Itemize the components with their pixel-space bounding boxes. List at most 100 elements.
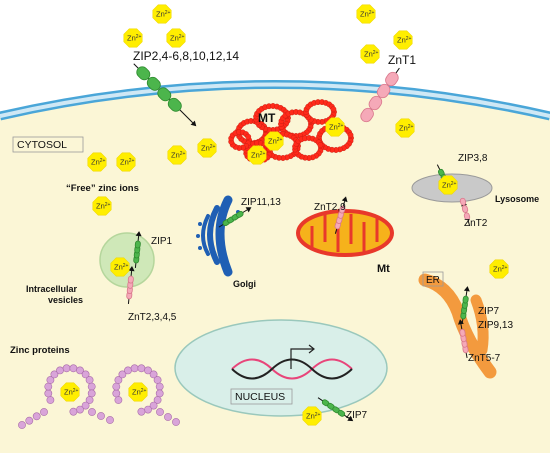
zinc-ion-text: Zn2+ [399,124,414,133]
protein-bead [25,416,34,425]
label-znt1: ZnT1 [388,53,416,67]
label-zip7-nucleus: ZIP7 [346,410,368,421]
transporter-segment [127,275,134,284]
plasma-membrane-inner [0,82,550,118]
mitochondrion [296,209,394,257]
transporter-segment [360,107,374,123]
protein-bead [118,370,127,379]
zinc-ion-text: Zn2+ [329,123,344,132]
zinc-ion-shape [395,118,415,138]
znt2-transporter [459,197,471,226]
protein-bead [164,413,172,421]
zinc-ion-shape [197,138,217,158]
zinc-ion-text: Zn2+ [201,144,216,153]
zinc-ion: Zn2+ [197,138,217,158]
protein-bead [85,376,94,384]
label-zip3-8: ZIP3,8 [458,153,488,164]
zinc-ions: Zn2+Zn2+Zn2+Zn2+Zn2+Zn2+Zn2+Zn2+Zn2+Zn2+… [87,4,509,426]
zinc-ion-text: Zn2+ [114,263,129,272]
zinc-ion: Zn2+ [166,28,186,48]
zinc-protein-ion: Zn2+ [128,382,148,402]
protein-bead [76,366,84,375]
transporter-segment [134,240,141,249]
transporter-segment [146,76,161,91]
protein-bead [87,382,96,391]
protein-bead [124,366,132,375]
zinc-ion: Zn2+ [264,131,284,151]
transporter-segment [385,71,399,87]
protein-bead [69,407,78,416]
protein-bead [137,407,146,416]
protein-bead [32,412,41,421]
znt2-9-transporter [334,196,348,234]
zinc-ion-shape [92,196,112,216]
dna-double-helix [231,358,353,380]
zinc-ion: Zn2+ [360,44,380,64]
transporter-segment [167,97,182,112]
zinc-ion-shape [116,152,136,172]
protein-bead [149,370,158,379]
protein-bead [153,376,162,384]
zinc-ion-text: Zn2+ [120,158,135,167]
protein-bead [130,364,139,373]
protein-bead [81,401,90,410]
protein-bead [87,389,96,398]
transporter-segment [368,95,383,111]
nucleus [174,319,388,417]
transport-arrowhead [245,207,252,213]
zinc-ion-text: Zn2+ [442,181,457,190]
er-label-box [422,271,444,287]
zinc-ion: Zn2+ [123,28,143,48]
zinc-ion-text: Zn2+ [156,10,171,19]
zinc-ion-shape [356,4,376,24]
znt5-7-transporter [458,319,469,358]
zinc-ion-shape [128,382,148,402]
protein-bead [88,408,96,416]
label-mt-mito: Mt [377,263,390,275]
zinc-ion-shape [166,28,186,48]
label-zinc-proteins: Zinc proteins [10,345,70,356]
zinc-ion: Zn2+ [247,145,267,165]
mt-bead [347,132,354,138]
protein-bead [46,396,55,404]
protein-bead [81,370,90,379]
protein-bead [97,412,105,420]
zinc-ion-shape [123,28,143,48]
zinc-ion: Zn2+ [87,152,107,172]
transcription-arrow [290,344,315,369]
zinc-ion-shape [167,145,187,165]
protein-bead [69,364,78,373]
protein-bead [18,421,26,429]
protein-bead [40,408,48,416]
transport-arrowhead [463,286,470,292]
zinc-ion: Zn2+ [489,259,509,279]
zinc-ion-shape [87,152,107,172]
transporter-segment [339,205,346,214]
zinc-ion-text: Zn2+ [64,388,79,397]
zinc-ion: Zn2+ [167,145,187,165]
zip1-transporter [133,231,142,269]
zinc-ion-shape [110,257,130,277]
protein-bead [62,364,71,373]
zinc-ion: Zn2+ [152,4,172,24]
label-vesicles-line1: Intracellular [26,284,78,294]
zinc-ion: Zn2+ [438,175,458,195]
protein-bead [56,366,64,375]
zinc-ion-text: Zn2+ [132,388,147,397]
transporter-segment [462,295,469,304]
label-mt: MT [258,111,276,125]
protein-bead [155,382,164,391]
zip11-13-transporter [218,207,252,228]
zinc-ion-shape [325,117,345,137]
zinc-ion-text: Zn2+ [171,151,186,160]
label-er: ER [426,275,440,286]
protein-bead [112,382,121,391]
transport-arrowhead [190,120,197,127]
zinc-ion: Zn2+ [356,4,376,24]
zip7-er-transporter [460,286,470,325]
cytosol-label-box [12,136,84,153]
zinc-protein-ion: Zn2+ [60,382,80,402]
protein-bead [112,389,121,398]
